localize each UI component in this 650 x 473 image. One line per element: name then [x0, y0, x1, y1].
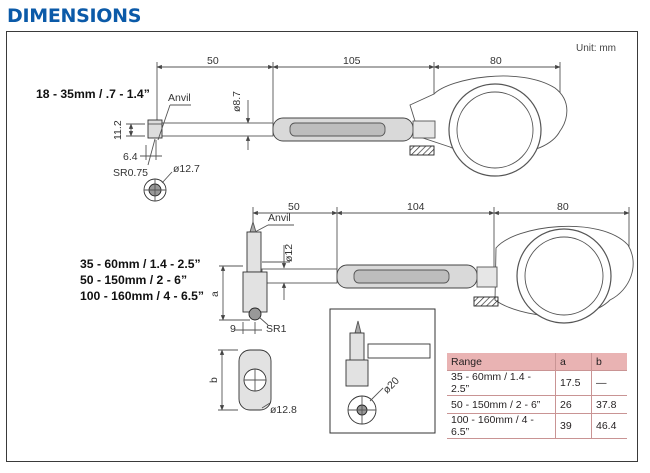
table-cell: 17.5 [555, 370, 592, 396]
table-cell: 46.4 [591, 413, 627, 439]
table-header-a: a [555, 353, 592, 371]
table-cell: 26 [555, 395, 592, 414]
table-cell: — [591, 370, 627, 396]
bottom-dim-104: 104 [407, 201, 425, 213]
top-dim-50: 50 [207, 55, 219, 67]
top-dim-6-4: 6.4 [123, 151, 138, 163]
top-dia-87: ø8.7 [231, 91, 243, 112]
bottom-gauge [218, 207, 634, 434]
top-anvil-label: Anvil [168, 92, 191, 104]
bottom-range-label-1: 35 - 60mm / 1.4 - 2.5” [80, 257, 201, 271]
table-cell: 37.8 [591, 395, 627, 414]
table-cell: 39 [555, 413, 592, 439]
table-row: 100 - 160mm / 4 - 6.5” 39 46.4 [447, 413, 627, 439]
page-title: DIMENSIONS [7, 5, 142, 27]
bottom-anvil-label: Anvil [268, 212, 291, 224]
bottom-dim-80: 80 [557, 201, 569, 213]
table-header-b: b [591, 353, 627, 371]
bottom-dim-50: 50 [288, 201, 300, 213]
top-gauge-labels: 50 105 80 Anvil ø8.7 11.2 6.4 SR0.75 ø12… [112, 55, 502, 179]
table-header-range: Range [447, 353, 556, 371]
table-row: 50 - 150mm / 2 - 6” 26 37.8 [447, 395, 627, 414]
unit-label: Unit: mm [576, 43, 616, 54]
top-dim-105: 105 [343, 55, 361, 67]
top-range-label: 18 - 35mm / .7 - 1.4” [36, 87, 150, 101]
table-cell: 100 - 160mm / 4 - 6.5” [447, 413, 556, 439]
bottom-dia-12-8: ø12.8 [270, 404, 297, 416]
range-table: Range a b 35 - 60mm / 1.4 - 2.5” 17.5 — … [447, 353, 627, 439]
table-cell: 35 - 60mm / 1.4 - 2.5” [447, 370, 556, 396]
top-dim-80: 80 [490, 55, 502, 67]
table-cell: 50 - 150mm / 2 - 6” [447, 395, 556, 414]
top-dia-12-7: ø12.7 [173, 163, 200, 175]
drawing-frame [6, 31, 638, 462]
bottom-gauge-labels: 50 104 80 Anvil ø12 a 9 SR1 b ø12.8 ø20 [208, 201, 569, 416]
bottom-range-label-3: 100 - 160mm / 4 - 6.5” [80, 289, 204, 303]
table-row: 35 - 60mm / 1.4 - 2.5” 17.5 — [447, 370, 627, 396]
bottom-dim-a: a [209, 291, 221, 297]
bottom-dim-b: b [208, 377, 220, 383]
top-gauge [126, 62, 568, 202]
bottom-dim-9: 9 [230, 323, 236, 335]
table-header-row: Range a b [447, 353, 627, 371]
top-sr075: SR0.75 [113, 167, 148, 179]
top-dim-11-2: 11.2 [112, 120, 124, 140]
bottom-sr1: SR1 [266, 323, 287, 335]
bottom-range-label-2: 50 - 150mm / 2 - 6” [80, 273, 188, 287]
bottom-dia-12: ø12 [283, 244, 295, 262]
